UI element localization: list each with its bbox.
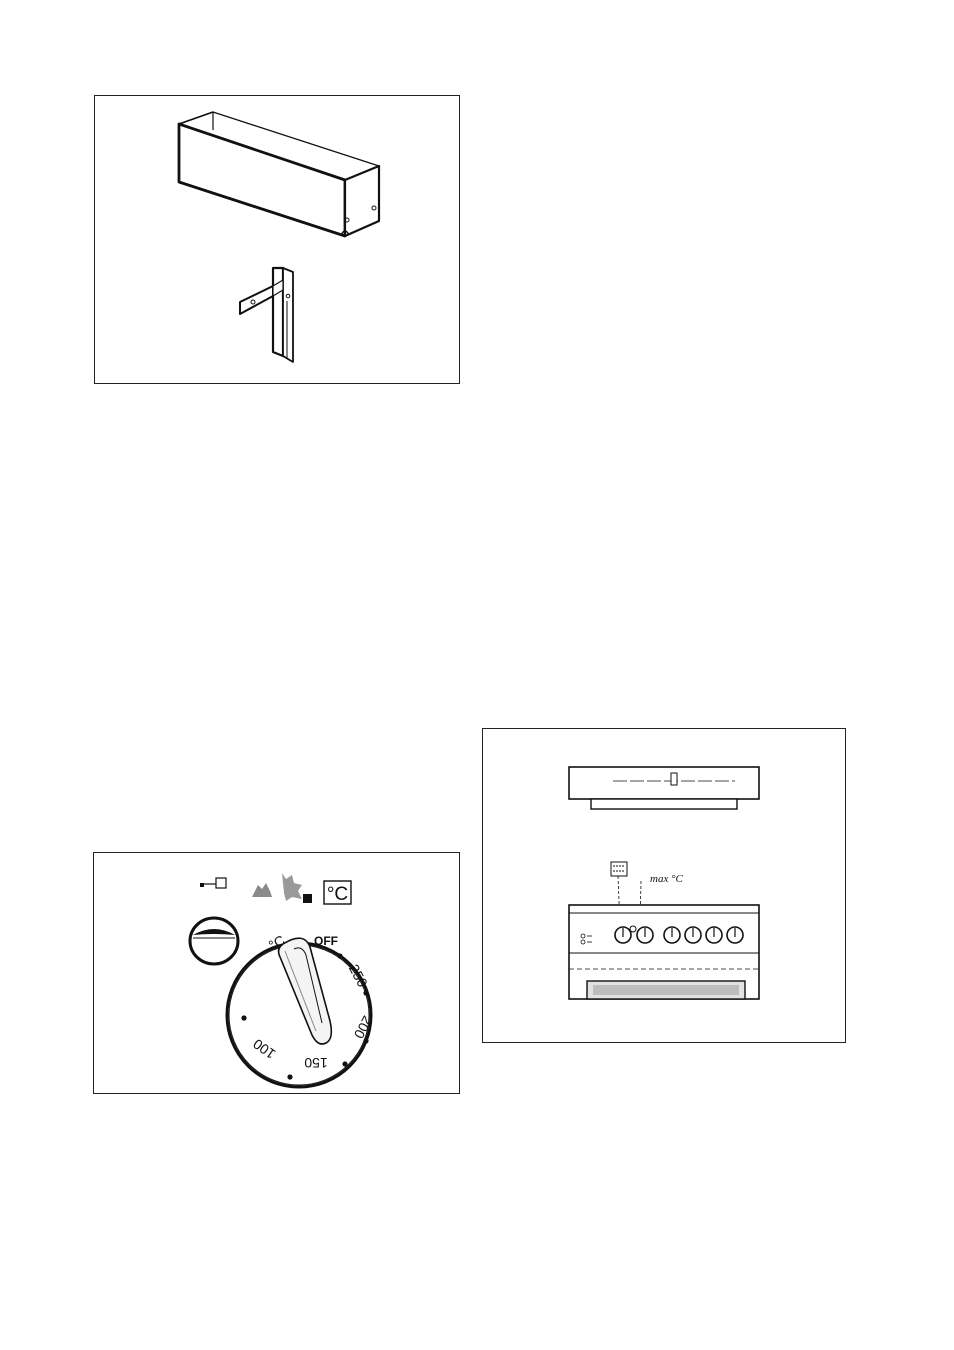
thermostat-dial: °C OFF 250 200 150 100 xyxy=(227,932,376,1087)
dial-label-150: 150 xyxy=(304,1055,328,1071)
cooker-control-panel-figure: max °C xyxy=(482,728,846,1043)
cooker-front xyxy=(569,905,759,999)
panel-strip xyxy=(569,767,759,809)
trim-and-bracket-drawing xyxy=(95,96,461,385)
trim-strip xyxy=(179,112,379,236)
temperature-symbol-icon: °C xyxy=(324,881,351,905)
bottom-heat-symbol-icon xyxy=(303,894,312,903)
thermostat-lamp-icon xyxy=(611,862,627,876)
trim-and-bracket-figure xyxy=(94,95,460,384)
grill-symbol-icon xyxy=(200,878,226,888)
control-knob xyxy=(190,918,238,964)
thermostat-dial-drawing: °C xyxy=(94,853,461,1095)
max-temperature-label: max °C xyxy=(650,873,683,885)
temperature-symbol-label: °C xyxy=(327,884,348,905)
dial-off-label: OFF xyxy=(314,934,338,948)
fan-heat-symbol-icon xyxy=(252,873,302,901)
mounting-bracket xyxy=(240,268,293,362)
oven-thermostat-dial-figure: °C xyxy=(93,852,460,1094)
control-panel-drawing: max °C xyxy=(483,729,847,1044)
